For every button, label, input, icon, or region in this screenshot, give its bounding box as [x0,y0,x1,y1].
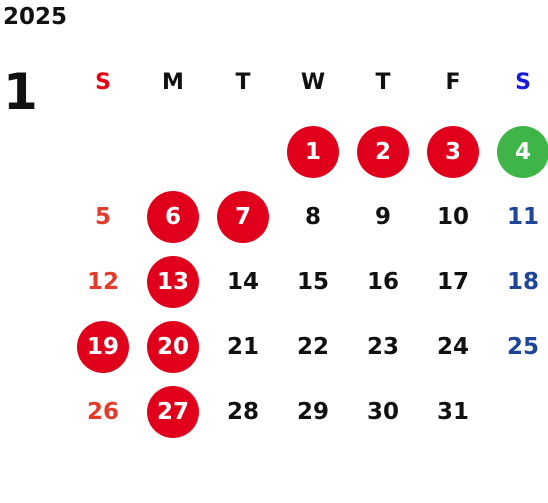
holiday-day-number[interactable]: 20 [147,320,199,373]
weekday-header-row: S M T W T F S [68,60,548,104]
week-row: 19 20 21 22 23 24 25 [68,314,548,379]
day-number[interactable]: 28 [226,398,259,425]
day-number[interactable]: 22 [296,333,329,360]
holiday-day-number[interactable]: 13 [147,255,199,308]
day-number[interactable]: 21 [226,333,259,360]
day-cell-tue[interactable]: 21 [208,314,278,379]
day-number[interactable]: 8 [304,203,321,230]
day-number[interactable]: 26 [86,398,119,425]
day-cell-fri[interactable]: 24 [418,314,488,379]
day-cell-sun[interactable]: 26 [68,379,138,444]
day-cell-mon[interactable]: 13 [138,249,208,314]
day-number[interactable]: 24 [436,333,469,360]
day-cell-tue[interactable]: 7 [208,184,278,249]
day-cell-sat [488,379,548,444]
year-label: 2025 [3,4,68,30]
day-cell-fri[interactable]: 17 [418,249,488,314]
day-number[interactable]: 18 [506,268,539,295]
holiday-day-number[interactable]: 19 [77,320,129,373]
holiday-day-number[interactable]: 27 [147,385,199,438]
day-number[interactable]: 9 [374,203,391,230]
weekday-header-fri: F [445,69,461,95]
weekday-header-sun: S [95,69,111,95]
day-number[interactable]: 11 [506,203,539,230]
day-cell-sat[interactable]: 18 [488,249,548,314]
day-cell-tue [208,119,278,184]
holiday-day-number[interactable]: 1 [287,125,339,178]
day-cell-thu[interactable]: 2 [348,119,418,184]
day-number[interactable]: 17 [436,268,469,295]
day-cell-thu[interactable]: 30 [348,379,418,444]
day-cell-mon[interactable]: 20 [138,314,208,379]
day-number[interactable]: 16 [366,268,399,295]
week-row: 12 13 14 15 16 17 18 [68,249,548,314]
day-number[interactable]: 10 [436,203,469,230]
day-cell-wed[interactable]: 1 [278,119,348,184]
weekday-header-sat: S [515,69,531,95]
day-cell-sun[interactable]: 5 [68,184,138,249]
day-cell-sun[interactable]: 12 [68,249,138,314]
weekday-header-thu: T [375,69,391,95]
day-cell-wed[interactable]: 29 [278,379,348,444]
holiday-day-number[interactable]: 4 [497,125,548,178]
day-cell-sat[interactable]: 4 [488,119,548,184]
day-cell-mon[interactable]: 6 [138,184,208,249]
day-number[interactable]: 15 [296,268,329,295]
day-number[interactable]: 31 [436,398,469,425]
day-number[interactable]: 5 [94,203,111,230]
day-cell-fri[interactable]: 3 [418,119,488,184]
day-cell-wed[interactable]: 15 [278,249,348,314]
holiday-day-number[interactable]: 3 [427,125,479,178]
day-cell-sun[interactable]: 19 [68,314,138,379]
day-number[interactable]: 30 [366,398,399,425]
holiday-day-number[interactable]: 7 [217,190,269,243]
day-cell-tue[interactable]: 14 [208,249,278,314]
day-cell-sat[interactable]: 25 [488,314,548,379]
day-cell-tue[interactable]: 28 [208,379,278,444]
weekday-header-tue: T [235,69,251,95]
day-number[interactable]: 14 [226,268,259,295]
day-cell-fri[interactable]: 10 [418,184,488,249]
holiday-day-number[interactable]: 2 [357,125,409,178]
day-number[interactable]: 29 [296,398,329,425]
day-cell-sun [68,119,138,184]
day-cell-thu[interactable]: 9 [348,184,418,249]
day-cell-wed[interactable]: 8 [278,184,348,249]
day-cell-thu[interactable]: 16 [348,249,418,314]
day-cell-mon [138,119,208,184]
week-row: 26 27 28 29 30 31 [68,379,548,444]
holiday-day-number[interactable]: 6 [147,190,199,243]
day-number[interactable]: 25 [506,333,539,360]
weekday-header-wed: W [300,69,326,95]
weekday-header-mon: M [162,69,184,95]
day-cell-fri[interactable]: 31 [418,379,488,444]
day-cell-mon[interactable]: 27 [138,379,208,444]
month-label: 1 [3,63,38,121]
day-cell-sat[interactable]: 11 [488,184,548,249]
day-number[interactable]: 23 [366,333,399,360]
day-number[interactable]: 12 [86,268,119,295]
day-cell-thu[interactable]: 23 [348,314,418,379]
day-cell-wed[interactable]: 22 [278,314,348,379]
